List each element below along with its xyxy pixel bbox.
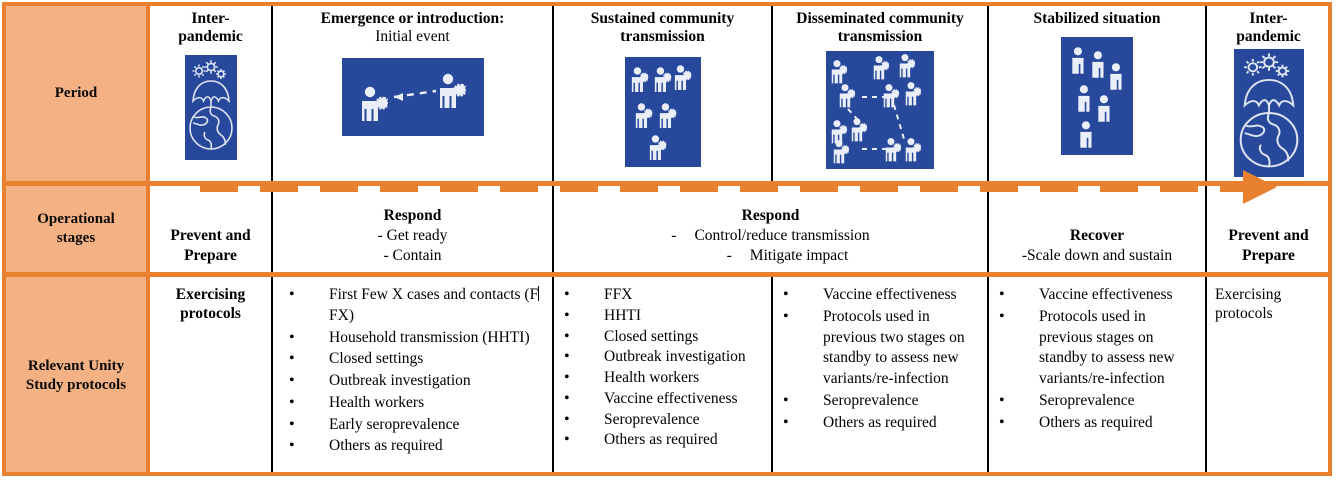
row-separator-stages-protocols (2, 272, 1332, 277)
period-title: Emergence or introduction: (320, 10, 505, 27)
divider-col3-col4 (552, 6, 554, 474)
protocol-list-item: Outbreak investigation (283, 370, 546, 392)
period-title: Inter- pandemic (1236, 10, 1301, 46)
protocol-cell-inter-pandemic-start: Exercising protocols (150, 278, 271, 474)
protocol-list-item: Health workers (558, 367, 765, 389)
protocol-list-item: Others as required (558, 429, 765, 451)
protocol-list-item: Others as required (777, 412, 981, 434)
row-label-operational-stages-text: Operational stages (37, 211, 115, 246)
stage-heading: Respond (741, 206, 800, 224)
stage-detail-line: - Contain (383, 246, 442, 264)
protocol-list-item: Protocols used in previous two stages on… (777, 306, 981, 390)
protocol-list: Vaccine effectiveness Protocols used in … (773, 284, 987, 434)
stage-cell-respond-control-mitigate: Respond - Control/reduce transmission - … (554, 186, 987, 272)
icon-two-people-transmission-arrow-icon (341, 57, 484, 136)
stage-heading: Respond (383, 206, 442, 224)
stage-heading: Recover (1069, 226, 1125, 244)
stage-detail-dash: - (726, 246, 732, 264)
stage-cell-prevent-and-prepare-start: Prevent and Prepare (150, 186, 271, 272)
protocol-list: FFX HHTI Closed settings Outbreak invest… (554, 284, 771, 451)
period-cell-stabilized-situation: Stabilized situation (989, 6, 1205, 181)
icon-six-infected-people-icon (624, 56, 701, 167)
protocol-text: Exercising protocols (1215, 286, 1282, 323)
divider-col5-col6 (987, 6, 989, 474)
row-label-protocols-text: Relevant Unity Study protocols (25, 357, 127, 393)
protocol-list-item: Closed settings (558, 326, 765, 348)
row-label-protocols: Relevant Unity Study protocols (6, 277, 146, 474)
period-cell-inter-pandemic-start: Inter- pandemic (150, 6, 271, 181)
stage-detail-line: - Control/reduce transmission (671, 226, 869, 246)
protocol-list-item: Vaccine effectiveness (777, 284, 981, 306)
stage-cell-respond-get-ready-contain: Respond - Get ready - Contain (273, 186, 552, 272)
divider-col4-col5-period (771, 6, 773, 182)
stage-detail-line: - Get ready (377, 226, 448, 244)
protocol-item-text: First Few X cases and contacts (FFX) (329, 286, 540, 324)
period-cell-sustained-community-transmission: Sustained community transmission (554, 6, 771, 181)
row-label-operational-stages: Operational stages (6, 186, 146, 272)
protocol-cell-emergence: First Few X cases and contacts (FFX) Hou… (273, 278, 552, 474)
stage-detail-text: Control/reduce transmission (694, 226, 870, 244)
protocol-cell-stabilized: Vaccine effectiveness Protocols used in … (989, 278, 1205, 474)
protocol-list-item: Early seroprevalence (283, 414, 546, 436)
protocol-list-item: Seroprevalence (777, 390, 981, 412)
protocol-list-item: Seroprevalence (993, 390, 1199, 412)
dashed-timeline-arrow-track (200, 181, 1245, 192)
protocol-list-item: Seroprevalence (558, 409, 765, 431)
protocol-list-item: First Few X cases and contacts (FFX) (283, 284, 546, 327)
icon-six-healthy-people-icon (1061, 37, 1133, 156)
period-subtitle: Initial event (375, 28, 450, 46)
period-title: Stabilized situation (1033, 10, 1161, 27)
stage-detail-line: - Mitigate impact (693, 246, 849, 266)
icon-network-infected-people-icon (826, 50, 934, 169)
protocol-text: Exercising protocols (175, 286, 246, 323)
stage-detail-line: -Scale down and sustain (1021, 246, 1173, 264)
protocol-list-item: HHTI (558, 305, 765, 327)
row-label-period: Period (6, 6, 146, 181)
label-column-edge (146, 2, 150, 476)
icon-umbrella-globe-virus-icon (1233, 48, 1304, 177)
period-title: Disseminated community transmission (796, 10, 964, 46)
period-cell-disseminated-community-transmission: Disseminated community transmission (773, 6, 987, 181)
protocol-cell-inter-pandemic-end: Exercising protocols (1207, 278, 1330, 474)
stage-heading: Prevent and Prepare (170, 226, 251, 264)
period-cell-inter-pandemic-end: Inter- pandemic (1207, 6, 1330, 181)
divider-col4-col5-protocols (771, 277, 773, 474)
protocol-list: First Few X cases and contacts (FFX) Hou… (273, 284, 552, 457)
protocol-cell-disseminated: Vaccine effectiveness Protocols used in … (773, 278, 987, 474)
stage-detail-dash: - (671, 226, 677, 244)
stage-detail-text: Mitigate impact (749, 246, 849, 264)
divider-col2-col3 (271, 6, 273, 474)
protocol-list-item: FFX (558, 284, 765, 306)
protocol-list: Vaccine effectiveness Protocols used in … (989, 284, 1205, 434)
stage-cell-prevent-and-prepare-end: Prevent and Prepare (1207, 186, 1330, 272)
protocol-list-item: Others as required (283, 435, 546, 457)
protocol-list-item: Vaccine effectiveness (558, 388, 765, 410)
stage-cell-recover: Recover -Scale down and sustain (989, 186, 1205, 272)
text-cursor-caret (538, 286, 540, 301)
protocol-list-item: Closed settings (283, 348, 546, 370)
dashed-timeline-arrow-head (1243, 170, 1277, 204)
protocol-cell-sustained: FFX HHTI Closed settings Outbreak invest… (554, 278, 771, 474)
divider-col6-col7 (1205, 6, 1207, 474)
protocol-list-item: Vaccine effectiveness (993, 284, 1199, 306)
protocol-list-item: Outbreak investigation (558, 346, 765, 368)
period-cell-emergence: Emergence or introduction: Initial event (273, 6, 552, 181)
period-title: Sustained community transmission (590, 10, 735, 46)
icon-umbrella-globe-virus-icon (184, 54, 237, 160)
period-title: Inter- pandemic (178, 10, 243, 46)
protocol-list-item: Health workers (283, 392, 546, 414)
protocol-list-item: Others as required (993, 412, 1199, 434)
protocol-list-item: Household transmission (HHTI) (283, 327, 546, 349)
stage-heading: Prevent and Prepare (1228, 226, 1309, 264)
protocol-list-item: Protocols used in previous stages on sta… (993, 306, 1199, 390)
